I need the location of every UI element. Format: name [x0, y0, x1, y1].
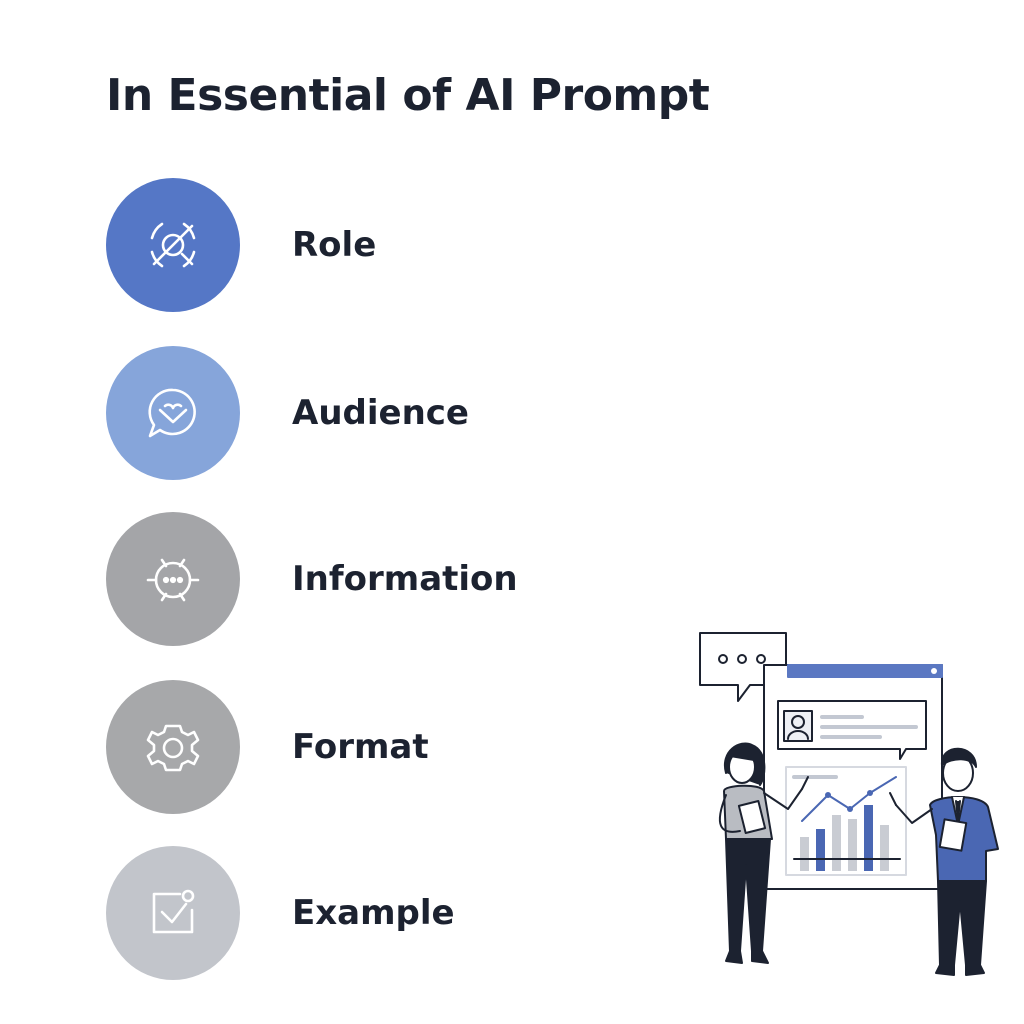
- format-circle: [106, 680, 240, 814]
- essential-item-information: Information: [106, 512, 518, 646]
- item-label: Example: [292, 893, 455, 933]
- presentation-illustration: [699, 632, 999, 976]
- gear-bug-icon: [146, 724, 200, 772]
- woman-figure-icon: [718, 742, 809, 964]
- page-title: In Essential of AI Prompt: [106, 70, 710, 121]
- audience-circle: [106, 346, 240, 480]
- item-label: Audience: [292, 393, 469, 433]
- man-figure-icon: [889, 747, 999, 976]
- essential-item-example: Example: [106, 846, 455, 980]
- bug-dots-icon: [146, 558, 200, 602]
- example-circle: [106, 846, 240, 980]
- chat-heart-icon: [148, 388, 196, 438]
- essentials-list: Role Audience: [106, 178, 626, 980]
- essential-item-format: Format: [106, 680, 429, 814]
- item-label: Format: [292, 727, 429, 767]
- item-label: Information: [292, 559, 518, 599]
- essential-item-audience: Audience: [106, 346, 469, 480]
- role-circle: [106, 178, 240, 312]
- item-label: Role: [292, 225, 377, 265]
- checked-box-icon: [152, 889, 195, 934]
- dashboard-window-icon: [763, 664, 943, 890]
- target-icon: [150, 222, 196, 268]
- information-circle: [106, 512, 240, 646]
- essential-item-role: Role: [106, 178, 376, 312]
